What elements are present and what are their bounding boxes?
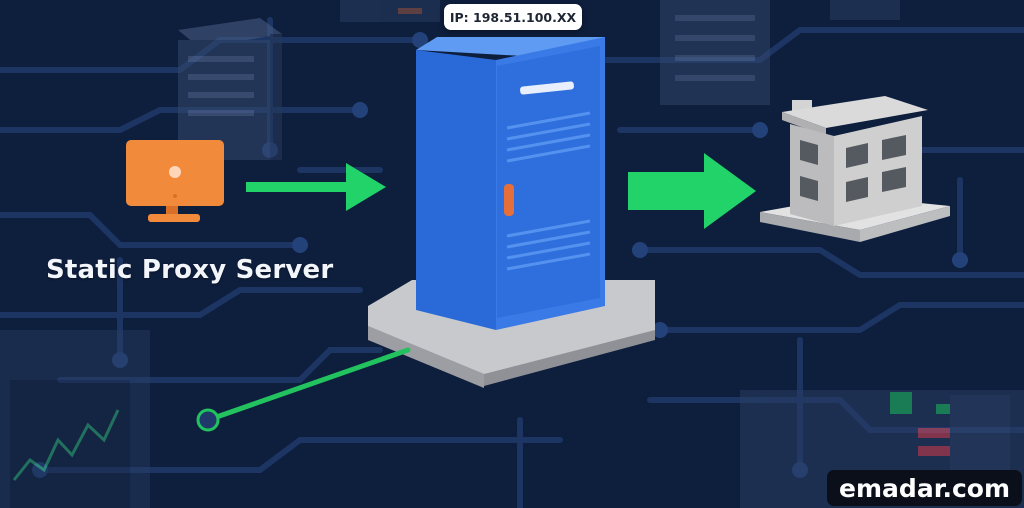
arrow-right-icon [246, 163, 386, 211]
client-monitor-icon [126, 140, 224, 222]
background-monitor-chart [0, 330, 150, 508]
diagram-caption: Static Proxy Server [46, 255, 334, 285]
ip-address-label: IP: 198.51.100.XX [444, 4, 582, 30]
arrow-right-icon-2 [628, 153, 756, 229]
building-icon [760, 96, 950, 242]
site-watermark: emadar.com [827, 470, 1022, 506]
background-rack-right [660, 0, 770, 105]
server-rack-icon [416, 37, 605, 330]
background-panel-top [340, 0, 900, 22]
uplink-line [196, 347, 411, 432]
